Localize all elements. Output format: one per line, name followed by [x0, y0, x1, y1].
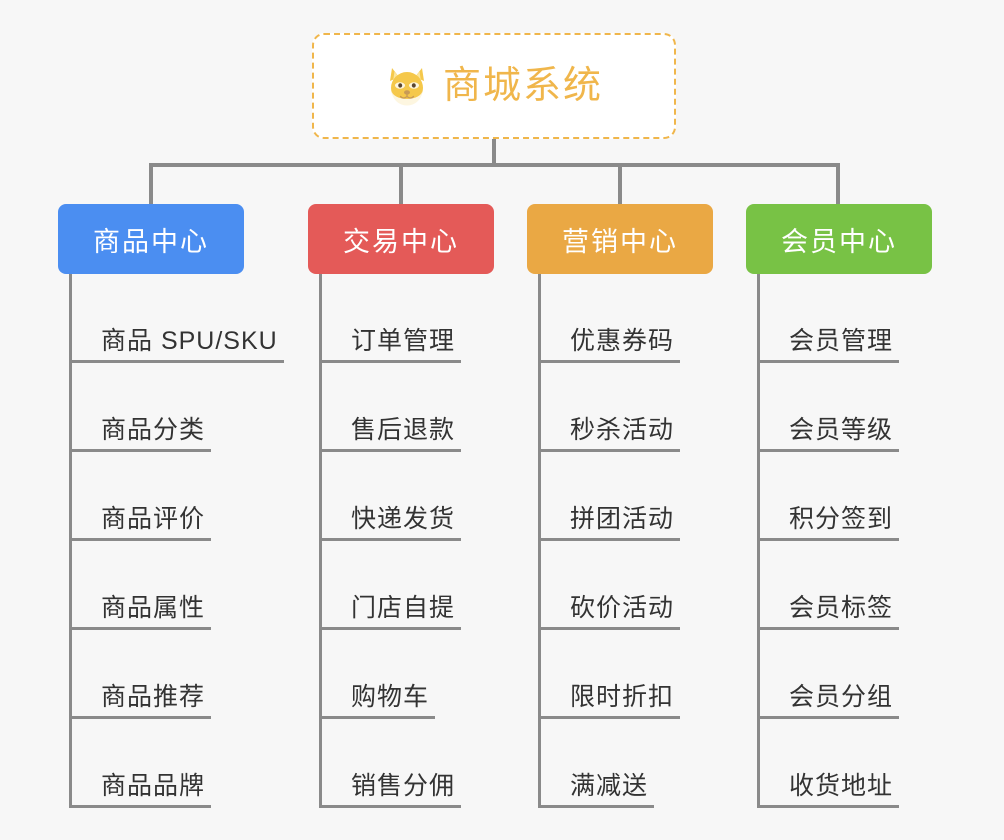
connector-drop-4	[836, 163, 840, 206]
leaf-item-label: 商品推荐	[101, 683, 206, 711]
leaf-item[interactable]: 限时折扣	[538, 630, 778, 719]
leaf-item[interactable]: 积分签到	[757, 452, 997, 541]
column-marketing-center: 营销中心 优惠券码 秒杀活动 拼团活动 砍价活动 限时折扣 满减送	[527, 204, 713, 808]
leaf-item[interactable]: 销售分佣	[319, 719, 559, 808]
leaf-item-label: 快递发货	[351, 505, 456, 533]
column-header-label: 营销中心	[562, 226, 678, 257]
column-member-center: 会员中心 会员管理 会员等级 积分签到 会员标签 会员分组 收货地址	[746, 204, 932, 808]
leaf-item-label: 商品评价	[101, 505, 206, 533]
leaf-item-label: 砍价活动	[570, 594, 675, 622]
leaf-item[interactable]: 快递发货	[319, 452, 559, 541]
connector-root-stem	[492, 139, 496, 165]
leaf-item-label: 优惠券码	[570, 327, 675, 355]
leaf-item-label: 满减送	[570, 772, 649, 800]
leaf-item-label: 售后退款	[351, 416, 456, 444]
shiba-dog-face-icon	[385, 64, 429, 108]
leaf-item-label: 会员标签	[789, 594, 894, 622]
leaf-item[interactable]: 商品推荐	[69, 630, 309, 719]
leaf-item-label: 门店自提	[351, 594, 456, 622]
leaf-item-label: 收货地址	[789, 772, 894, 800]
column-header-label: 交易中心	[343, 226, 459, 257]
leaf-item-label: 会员分组	[789, 683, 894, 711]
leaf-item[interactable]: 商品属性	[69, 541, 309, 630]
column-spine	[757, 274, 760, 808]
leaf-item-label: 销售分佣	[351, 772, 456, 800]
leaf-item[interactable]: 会员等级	[757, 363, 997, 452]
leaf-list-member-center: 会员管理 会员等级 积分签到 会员标签 会员分组 收货地址	[757, 274, 997, 808]
leaf-item-label: 限时折扣	[570, 683, 675, 711]
connector-horizontal-bus	[149, 163, 840, 167]
leaf-item[interactable]: 优惠券码	[538, 274, 778, 363]
leaf-item-label: 积分签到	[789, 505, 894, 533]
leaf-item-label: 商品品牌	[101, 772, 206, 800]
root-title: 商城系统	[442, 65, 603, 107]
leaf-item[interactable]: 售后退款	[319, 363, 559, 452]
leaf-item[interactable]: 拼团活动	[538, 452, 778, 541]
column-header-marketing-center[interactable]: 营销中心	[527, 204, 713, 274]
column-spine	[538, 274, 541, 808]
leaf-item[interactable]: 满减送	[538, 719, 778, 808]
root-node[interactable]: 商城系统	[312, 33, 676, 139]
leaf-list-product-center: 商品 SPU/SKU 商品分类 商品评价 商品属性 商品推荐 商品品牌	[69, 274, 309, 808]
leaf-item[interactable]: 门店自提	[319, 541, 559, 630]
connector-drop-1	[149, 163, 153, 206]
leaf-item-label: 商品分类	[101, 416, 206, 444]
connector-drop-2	[399, 163, 403, 206]
leaf-item-label: 会员管理	[789, 327, 894, 355]
leaf-list-marketing-center: 优惠券码 秒杀活动 拼团活动 砍价活动 限时折扣 满减送	[538, 274, 778, 808]
leaf-item-label: 会员等级	[789, 416, 894, 444]
column-header-label: 商品中心	[93, 226, 209, 257]
leaf-item-label: 秒杀活动	[570, 416, 675, 444]
leaf-item[interactable]: 订单管理	[319, 274, 559, 363]
column-product-center: 商品中心 商品 SPU/SKU 商品分类 商品评价 商品属性 商品推荐 商品品牌	[58, 204, 284, 808]
column-spine	[69, 274, 72, 808]
leaf-item[interactable]: 购物车	[319, 630, 559, 719]
leaf-item[interactable]: 收货地址	[757, 719, 997, 808]
leaf-item[interactable]: 商品评价	[69, 452, 309, 541]
leaf-item-label: 拼团活动	[570, 505, 675, 533]
leaf-item[interactable]: 商品分类	[69, 363, 309, 452]
leaf-item[interactable]: 会员管理	[757, 274, 997, 363]
column-header-member-center[interactable]: 会员中心	[746, 204, 932, 274]
leaf-item-label: 商品 SPU/SKU	[101, 327, 278, 355]
leaf-item[interactable]: 砍价活动	[538, 541, 778, 630]
column-header-trade-center[interactable]: 交易中心	[308, 204, 494, 274]
column-trade-center: 交易中心 订单管理 售后退款 快递发货 门店自提 购物车 销售分佣	[308, 204, 494, 808]
leaf-item[interactable]: 会员标签	[757, 541, 997, 630]
leaf-item[interactable]: 会员分组	[757, 630, 997, 719]
connector-drop-3	[618, 163, 622, 206]
leaf-item[interactable]: 商品品牌	[69, 719, 309, 808]
leaf-item[interactable]: 秒杀活动	[538, 363, 778, 452]
column-header-product-center[interactable]: 商品中心	[58, 204, 244, 274]
leaf-item-label: 购物车	[351, 683, 430, 711]
column-spine	[319, 274, 322, 808]
leaf-item-label: 订单管理	[351, 327, 456, 355]
leaf-item[interactable]: 商品 SPU/SKU	[69, 274, 309, 363]
leaf-item-label: 商品属性	[101, 594, 206, 622]
column-header-label: 会员中心	[781, 226, 897, 257]
leaf-list-trade-center: 订单管理 售后退款 快递发货 门店自提 购物车 销售分佣	[319, 274, 559, 808]
